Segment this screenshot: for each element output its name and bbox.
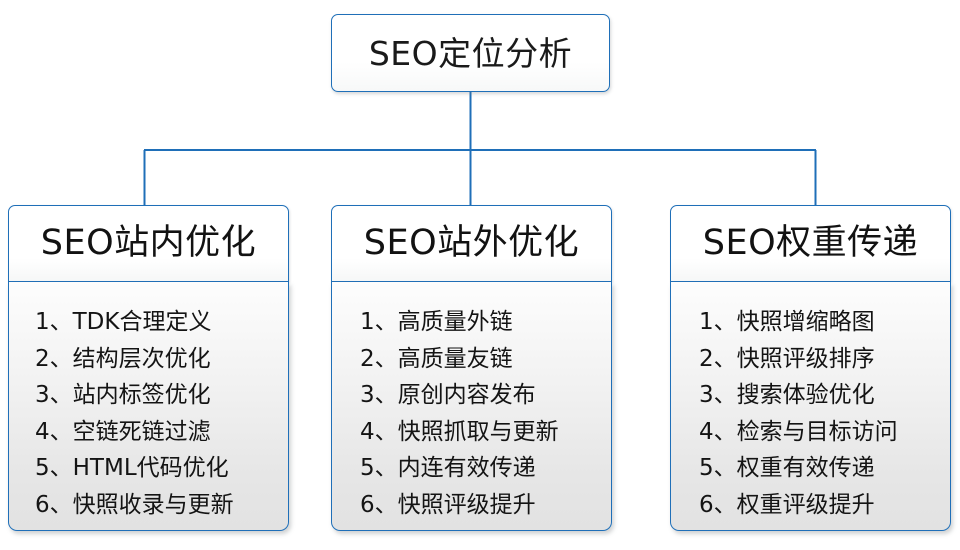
list-item: 2、结构层次优化: [35, 345, 211, 372]
branch-item-list-3: 1、快照增缩略图 2、快照评级排序 3、搜索体验优化 4、检索与目标访问 5、权…: [671, 304, 950, 523]
list-item: 3、搜索体验优化: [699, 382, 875, 408]
branch-header-3[interactable]: SEO权重传递: [670, 205, 951, 282]
branch-item-list-2: 1、高质量外链 2、高质量友链 3、原创内容发布 4、快照抓取与更新 5、内连有…: [332, 304, 611, 523]
branch-header-label-2: SEO站外优化: [363, 223, 580, 263]
branch-header-2[interactable]: SEO站外优化: [331, 205, 612, 282]
branch-header-label-3: SEO权重传递: [702, 223, 919, 263]
branch-header-1[interactable]: SEO站内优化: [8, 205, 289, 282]
branch-column-3: SEO权重传递 1、快照增缩略图 2、快照评级排序 3、搜索体验优化 4、检索与…: [670, 205, 951, 531]
list-item: 3、原创内容发布: [360, 382, 536, 408]
list-item: 1、TDK合理定义: [35, 309, 212, 335]
branch-header-label-1: SEO站内优化: [40, 223, 257, 263]
branch-item-list-1: 1、TDK合理定义 2、结构层次优化 3、站内标签优化 4、空链死链过滤 5、H…: [9, 304, 288, 523]
root-node[interactable]: SEO定位分析: [331, 14, 610, 92]
list-item: 6、快照收录与更新: [35, 491, 234, 518]
branch-body-2: 1、高质量外链 2、高质量友链 3、原创内容发布 4、快照抓取与更新 5、内连有…: [331, 282, 612, 531]
list-item: 4、检索与目标访问: [699, 418, 898, 445]
list-item: 1、快照增缩略图: [699, 309, 875, 335]
list-item: 1、高质量外链: [360, 309, 513, 335]
list-item: 6、权重评级提升: [699, 491, 875, 518]
list-item: 2、快照评级排序: [699, 345, 875, 372]
list-item: 5、内连有效传递: [360, 455, 536, 481]
root-node-label: SEO定位分析: [368, 33, 573, 73]
branch-body-1: 1、TDK合理定义 2、结构层次优化 3、站内标签优化 4、空链死链过滤 5、H…: [8, 282, 289, 531]
list-item: 2、高质量友链: [360, 345, 513, 372]
list-item: 5、HTML代码优化: [35, 455, 229, 481]
branch-body-3: 1、快照增缩略图 2、快照评级排序 3、搜索体验优化 4、检索与目标访问 5、权…: [670, 282, 951, 531]
list-item: 5、权重有效传递: [699, 455, 875, 481]
list-item: 4、空链死链过滤: [35, 418, 211, 445]
list-item: 3、站内标签优化: [35, 382, 211, 408]
branch-column-1: SEO站内优化 1、TDK合理定义 2、结构层次优化 3、站内标签优化 4、空链…: [8, 205, 289, 531]
list-item: 6、快照评级提升: [360, 491, 536, 518]
list-item: 4、快照抓取与更新: [360, 418, 559, 445]
branch-column-2: SEO站外优化 1、高质量外链 2、高质量友链 3、原创内容发布 4、快照抓取与…: [331, 205, 612, 531]
